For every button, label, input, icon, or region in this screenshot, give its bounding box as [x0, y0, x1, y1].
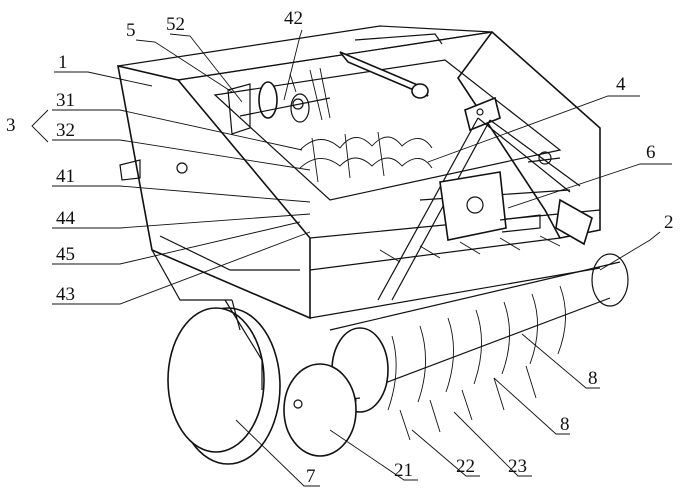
label-4: 4 — [616, 74, 626, 95]
label-32: 32 — [56, 120, 75, 141]
label-42: 42 — [284, 8, 303, 29]
leader-41 — [52, 185, 311, 203]
part-labels: 1 5 52 42 3 31 32 41 44 45 43 4 6 2 8 8 … — [6, 8, 674, 487]
leader-6 — [507, 163, 672, 209]
leader-5 — [135, 39, 233, 93]
leader-31 — [52, 109, 303, 151]
lower-rotor — [329, 235, 629, 441]
label-41: 41 — [56, 166, 75, 187]
label-1: 1 — [58, 52, 68, 73]
leader-22 — [411, 429, 480, 477]
leader-23 — [453, 411, 532, 477]
label-21: 21 — [394, 460, 413, 481]
label-7: 7 — [306, 466, 316, 487]
label-2: 2 — [664, 212, 674, 233]
leader-32 — [52, 139, 311, 171]
leader-43 — [52, 231, 311, 305]
auger — [299, 131, 433, 183]
label-22: 22 — [456, 456, 475, 477]
label-8-lower: 8 — [560, 414, 570, 435]
leader-45 — [52, 221, 301, 265]
leader-4 — [427, 95, 640, 163]
label-23: 23 — [508, 456, 527, 477]
label-6: 6 — [646, 142, 656, 163]
label-43: 43 — [56, 284, 75, 305]
leader-2 — [599, 231, 661, 271]
leader-8a — [521, 333, 600, 389]
leader-1 — [54, 71, 153, 87]
label-5: 5 — [126, 20, 136, 41]
top-roller — [339, 33, 443, 99]
leader-42 — [283, 29, 303, 101]
leader-44 — [52, 213, 311, 229]
gearbox — [439, 151, 561, 241]
label-45: 45 — [56, 244, 75, 265]
leader-52 — [169, 33, 243, 103]
machine-drawing — [116, 25, 629, 465]
label-3: 3 — [6, 115, 16, 136]
side-hub — [283, 363, 357, 457]
brace-3 — [31, 109, 49, 143]
leader-21 — [329, 429, 418, 481]
label-52: 52 — [166, 14, 185, 35]
leader-8b — [493, 377, 570, 435]
upper-rotor — [227, 67, 331, 135]
lower-frame — [151, 235, 300, 331]
label-8-upper: 8 — [588, 368, 598, 389]
leader-7 — [235, 419, 320, 487]
label-31: 31 — [56, 90, 75, 111]
housing — [116, 25, 601, 320]
leader-lines — [31, 29, 672, 487]
label-44: 44 — [56, 208, 76, 229]
ground-wheel — [167, 299, 281, 465]
